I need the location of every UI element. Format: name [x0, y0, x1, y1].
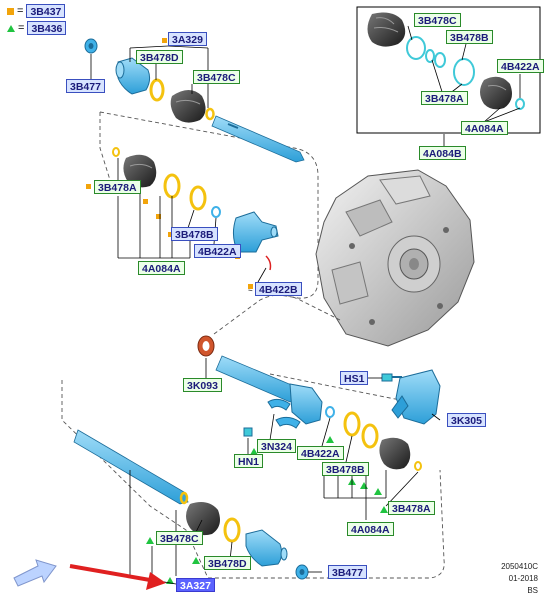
callout-lower-3B478B[interactable]: 3B478B — [322, 462, 369, 476]
callout-inset-4B422A[interactable]: 4B422A — [497, 59, 544, 73]
red-pointer-arrow-icon — [69, 564, 166, 590]
callout-lower-3B477[interactable]: 3B477 — [328, 565, 367, 579]
callout-lower-3B478C[interactable]: 3B478C — [156, 531, 203, 545]
callout-upper-3B478A[interactable]: 3B478A — [94, 180, 141, 194]
bearing-clamp — [267, 398, 291, 411]
square-marker-icon — [7, 7, 14, 15]
callout-lower-HN1[interactable]: HN1 — [234, 454, 264, 468]
support-bracket — [391, 369, 441, 425]
lower-outer-joint — [245, 529, 288, 567]
front-arrow-icon — [13, 559, 57, 587]
lower-nut — [295, 564, 309, 580]
callout-inset-3B478B[interactable]: 3B478B — [446, 30, 493, 44]
callout-inset-3B478C[interactable]: 3B478C — [414, 13, 461, 27]
footer-code: 2050410C — [501, 562, 538, 571]
callout-lower-3K305[interactable]: 3K305 — [447, 413, 486, 427]
transmission-case — [315, 169, 475, 347]
legend-square-row: = 3B437 — [7, 4, 66, 18]
upper-inner-boot — [123, 154, 157, 188]
upper-ring-yellow-2 — [163, 173, 181, 199]
callout-lower-3K093[interactable]: 3K093 — [183, 378, 222, 392]
lower-shaft — [73, 429, 189, 505]
callout-lower-3B478D[interactable]: 3B478D — [204, 556, 251, 570]
upper-ring-yellow-3 — [189, 185, 207, 211]
upper-small-ring — [112, 147, 120, 157]
hn1-nut — [243, 427, 253, 437]
lower-seal — [197, 335, 215, 357]
upper-red-clip — [265, 255, 272, 271]
lower-ring-yellow-3 — [223, 517, 241, 543]
upper-clip — [205, 107, 215, 121]
upper-ring-yellow-1 — [149, 78, 165, 102]
lower-small-ring — [414, 461, 422, 471]
lower-ring-yellow-2 — [361, 423, 379, 449]
callout-lower-3N324[interactable]: 3N324 — [257, 439, 296, 453]
upper-dashed-outline — [99, 111, 319, 299]
footer-date: 01-2018 — [508, 574, 538, 583]
callout-inset-3B478A[interactable]: 3B478A — [421, 91, 468, 105]
upper-outer-joint — [115, 57, 151, 95]
legend-triangle-part: 3B436 — [27, 21, 67, 35]
inset-outer-boot — [367, 12, 406, 47]
callout-lower-3B478A[interactable]: 3B478A — [388, 501, 435, 515]
inset-clip — [515, 98, 525, 110]
callout-inset-4A084A[interactable]: 4A084A — [461, 121, 508, 135]
lower-outer-boot — [186, 502, 220, 536]
lower-dashed-outline — [213, 294, 341, 335]
footer-author: BS — [527, 586, 538, 595]
upper-nut — [84, 38, 98, 54]
callout-upper-3A329[interactable]: 3A329 — [168, 32, 207, 46]
inset-ring-1 — [406, 36, 426, 60]
inset-ring-3 — [434, 52, 446, 68]
legend-triangle-row: = 3B436 — [7, 21, 67, 35]
callout-upper-4A084A[interactable]: 4A084A — [138, 261, 185, 275]
intermediate-shaft — [215, 355, 301, 403]
inset-ring-4 — [453, 58, 475, 86]
callout-upper-3B478B[interactable]: 3B478B — [171, 227, 218, 241]
callout-upper-4B422B[interactable]: 4B422B — [255, 282, 302, 296]
legend-square-part: 3B437 — [26, 4, 66, 18]
upper-shaft — [211, 115, 305, 163]
callout-lower-HS1[interactable]: HS1 — [340, 371, 369, 385]
legend-equals: = — [17, 5, 24, 17]
callout-upper-4B422A[interactable]: 4B422A — [194, 244, 241, 258]
upper-boot — [170, 90, 206, 123]
callout-upper-3B478C[interactable]: 3B478C — [193, 70, 240, 84]
callout-upper-3B478D[interactable]: 3B478D — [136, 50, 183, 64]
lower-inner-boot — [379, 437, 411, 470]
lower-clip — [179, 491, 189, 505]
inset-inner-boot — [480, 76, 512, 110]
lower-ring-yellow-1 — [343, 411, 361, 437]
callout-lower-3A327[interactable]: 3A327 — [176, 578, 215, 592]
intermediate-housing — [289, 383, 323, 425]
callout-lower-4A084A[interactable]: 4A084A — [347, 522, 394, 536]
upper-blue-clip — [211, 206, 221, 218]
triangle-marker-icon — [7, 24, 15, 32]
lower-blue-clip — [325, 406, 335, 418]
callout-lower-4B422A[interactable]: 4B422A — [297, 446, 344, 460]
callout-inset-4A084B[interactable]: 4A084B — [419, 146, 466, 160]
hs1-bolt — [381, 373, 402, 382]
legend-equals: = — [18, 22, 25, 34]
inset-ring-2 — [425, 49, 435, 63]
callout-upper-3B477[interactable]: 3B477 — [66, 79, 105, 93]
